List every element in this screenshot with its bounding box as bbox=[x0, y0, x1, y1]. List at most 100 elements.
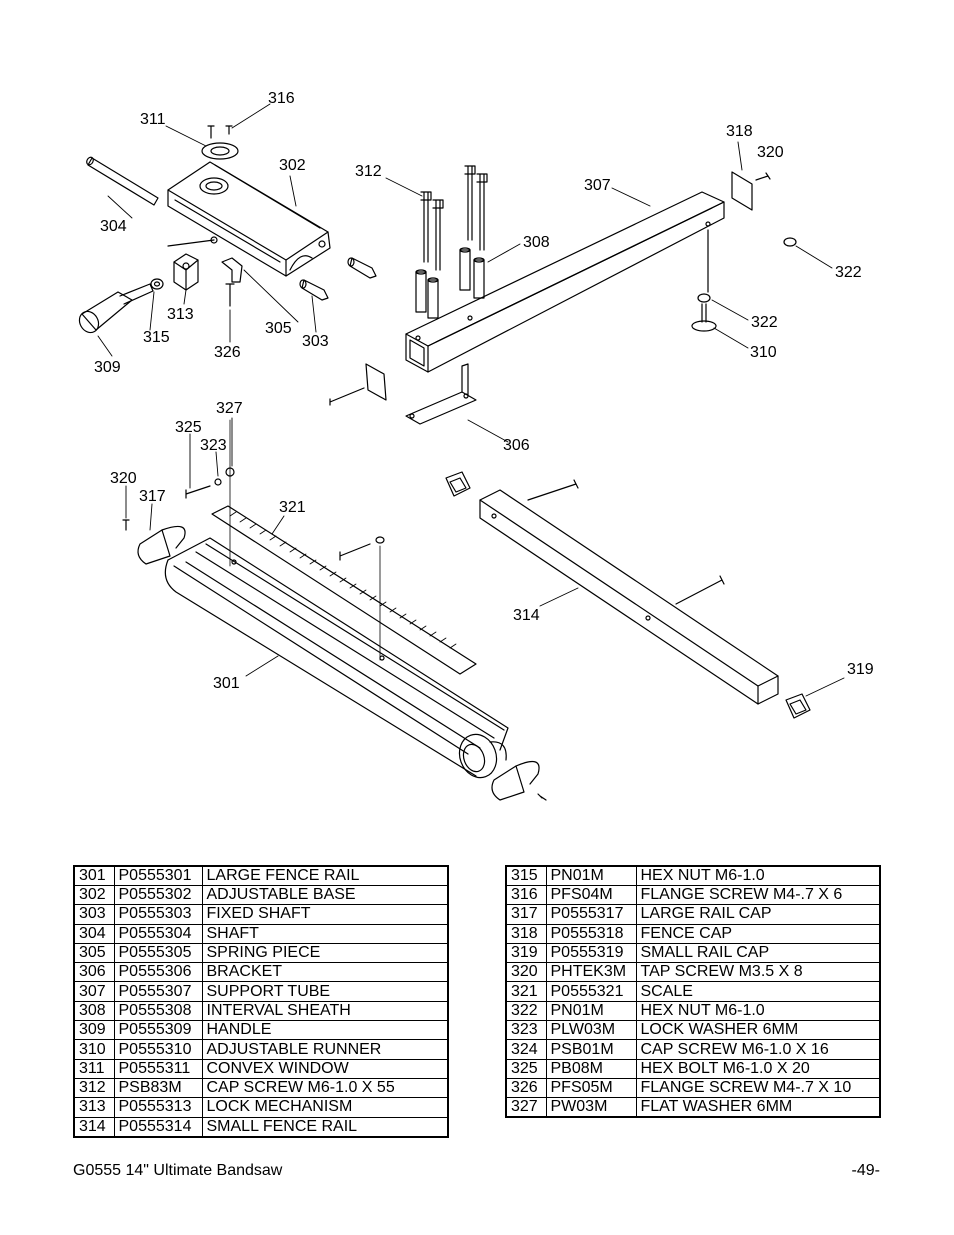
part-ref-cell: 318 bbox=[505, 923, 547, 944]
callout-310: 310 bbox=[750, 344, 777, 361]
part-description-cell: CONVEX WINDOW bbox=[201, 1058, 449, 1079]
part-number-cell: P0555306 bbox=[113, 962, 203, 983]
part-number-cell: P0555311 bbox=[113, 1058, 203, 1079]
part-number-cell: P0555302 bbox=[113, 884, 203, 906]
callout-321: 321 bbox=[279, 499, 306, 516]
part-description-cell: SUPPORT TUBE bbox=[201, 981, 449, 1002]
callout-307: 307 bbox=[584, 177, 611, 194]
part-ref-cell: 313 bbox=[73, 1097, 115, 1118]
cap-screws-312 bbox=[420, 165, 488, 271]
callout-316: 316 bbox=[268, 90, 295, 107]
large-rail-cap-317 bbox=[137, 525, 540, 801]
callout-327: 327 bbox=[216, 400, 243, 417]
hex-nut-322 bbox=[697, 229, 797, 303]
callout-319: 319 bbox=[847, 661, 874, 678]
part-ref-cell: 317 bbox=[505, 904, 547, 925]
part-number-cell: PN01M bbox=[545, 865, 637, 886]
part-number-cell: P0555301 bbox=[113, 865, 203, 886]
part-ref-cell: 320 bbox=[505, 962, 547, 983]
cap-screw-mid bbox=[339, 536, 385, 661]
part-number-cell: P0555308 bbox=[113, 1000, 203, 1022]
part-number-cell: PW03M bbox=[545, 1097, 637, 1118]
hex-bolt-325 bbox=[185, 419, 235, 567]
part-description-cell: TAP SCREW M3.5 X 8 bbox=[635, 962, 881, 983]
part-description-cell: BRACKET bbox=[201, 962, 449, 983]
part-ref-cell: 323 bbox=[505, 1020, 547, 1041]
part-number-cell: P0555319 bbox=[545, 942, 637, 964]
fixed-shaft-303 bbox=[299, 257, 377, 301]
part-description-cell: LOCK MECHANISM bbox=[201, 1097, 449, 1118]
callout-numbers: 311 316 302 312 304 307 318 320 308 322 … bbox=[94, 90, 874, 692]
fence-cap-left bbox=[329, 363, 387, 406]
support-tube-307 bbox=[405, 191, 725, 373]
lock-mechanism-313 bbox=[173, 253, 199, 291]
callout-309: 309 bbox=[94, 359, 121, 376]
callout-304: 304 bbox=[100, 218, 127, 235]
callout-301: 301 bbox=[213, 675, 240, 692]
part-ref-cell: 312 bbox=[73, 1077, 115, 1099]
part-number-cell: P0555321 bbox=[545, 981, 637, 1002]
small-rail-cap bbox=[445, 471, 471, 497]
part-number-cell: PSB83M bbox=[113, 1077, 203, 1099]
part-ref-cell: 306 bbox=[73, 962, 115, 983]
part-ref-cell: 326 bbox=[505, 1077, 547, 1099]
spring-piece-305 bbox=[221, 257, 243, 283]
callout-303: 303 bbox=[302, 333, 329, 350]
part-description-cell: CAP SCREW M6-1.0 X 55 bbox=[201, 1077, 449, 1099]
callout-312: 312 bbox=[355, 163, 382, 180]
exploded-parts-diagram: 311 316 302 312 304 307 318 320 308 322 … bbox=[78, 90, 874, 801]
adjustable-base-302 bbox=[167, 161, 331, 277]
part-number-cell: PSB01M bbox=[545, 1039, 637, 1060]
callout-323: 323 bbox=[200, 437, 227, 454]
callout-318: 318 bbox=[726, 123, 753, 140]
part-description-cell: SPRING PIECE bbox=[201, 942, 449, 964]
callout-305: 305 bbox=[265, 320, 292, 337]
callout-313: 313 bbox=[167, 306, 194, 323]
hex-nut-315 bbox=[150, 278, 164, 290]
part-description-cell: FLAT WASHER 6MM bbox=[635, 1097, 881, 1118]
callout-306: 306 bbox=[503, 437, 530, 454]
part-description-cell: LOCK WASHER 6MM bbox=[635, 1020, 881, 1041]
part-description-cell: HEX NUT M6-1.0 bbox=[635, 1000, 881, 1022]
footer-page-number: -49- bbox=[851, 1162, 880, 1179]
convex-window-311 bbox=[201, 125, 239, 160]
leader-lines bbox=[97, 103, 845, 697]
tap-screw-320 bbox=[122, 519, 547, 801]
callout-322-mid: 322 bbox=[751, 314, 778, 331]
bracket-306 bbox=[405, 363, 477, 425]
part-description-cell: SCALE bbox=[635, 981, 881, 1002]
part-number-cell: P0555313 bbox=[113, 1097, 203, 1118]
part-ref-cell: 327 bbox=[505, 1097, 547, 1118]
part-ref-cell: 315 bbox=[505, 865, 547, 886]
part-ref-cell: 304 bbox=[73, 923, 115, 944]
part-number-cell: PFS04M bbox=[545, 884, 637, 906]
part-number-cell: PB08M bbox=[545, 1058, 637, 1079]
part-number-cell: P0555305 bbox=[113, 942, 203, 964]
callout-320-top: 320 bbox=[757, 144, 784, 161]
callout-325: 325 bbox=[175, 419, 202, 436]
part-number-cell: P0555310 bbox=[113, 1039, 203, 1060]
callout-314: 314 bbox=[513, 607, 540, 624]
part-number-cell: P0555309 bbox=[113, 1020, 203, 1041]
part-description-cell: HEX BOLT M6-1.0 X 20 bbox=[635, 1058, 881, 1079]
fence-cap-318 bbox=[731, 171, 771, 211]
part-ref-cell: 311 bbox=[73, 1058, 115, 1079]
part-ref-cell: 325 bbox=[505, 1058, 547, 1079]
part-number-cell: PFS05M bbox=[545, 1077, 637, 1099]
